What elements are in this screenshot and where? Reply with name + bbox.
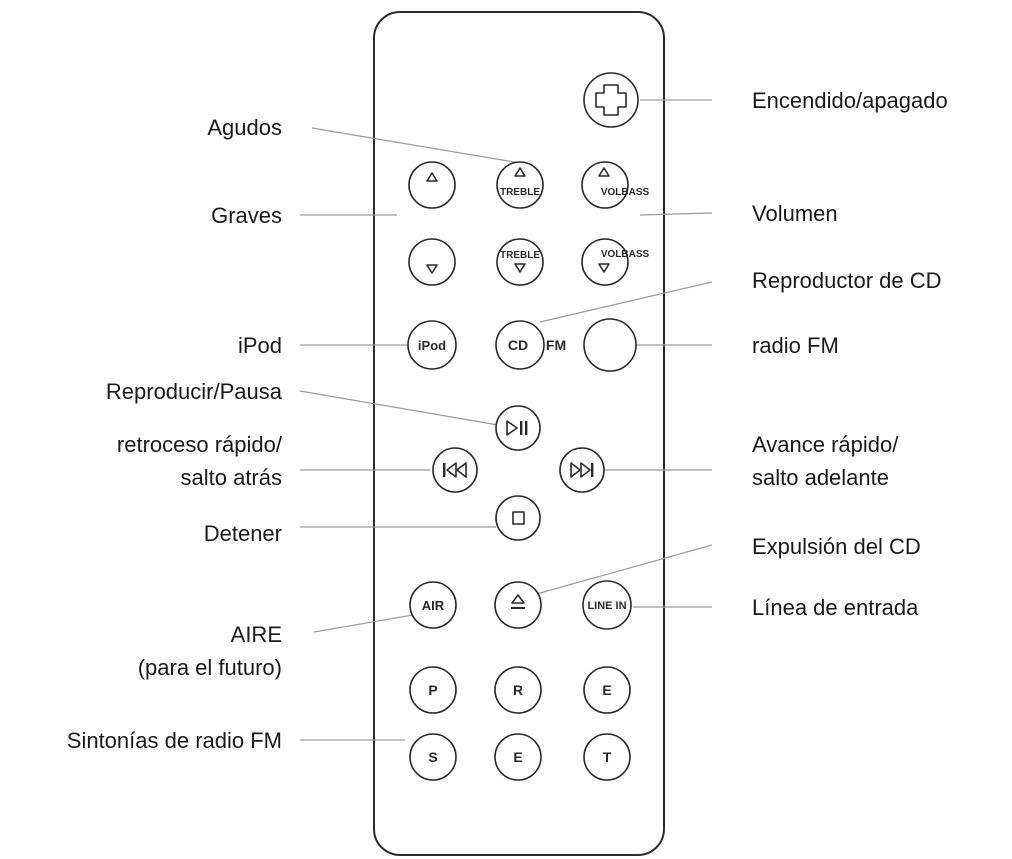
- triangle-down-icon: [598, 263, 610, 273]
- ipod-button[interactable]: iPod: [407, 320, 457, 370]
- volume-up-label: VOLBASS: [601, 187, 650, 198]
- callout-agudos: Agudos: [207, 115, 282, 140]
- treble-up-button[interactable]: TREBLE: [496, 161, 544, 209]
- skip-bar-icon: [591, 463, 594, 477]
- preset-s-label: S: [428, 749, 437, 765]
- triangle-down-icon: [426, 264, 438, 274]
- callout-reproductor-cd: Reproductor de CD: [752, 268, 942, 293]
- fast-forward-button[interactable]: [559, 447, 605, 493]
- preset-t-button[interactable]: T: [583, 733, 631, 781]
- callout-expulsion: Expulsión del CD: [752, 534, 921, 559]
- eject-icon: [511, 594, 525, 604]
- preset-r-label: R: [513, 682, 523, 698]
- skip-bar-icon: [443, 463, 446, 477]
- preset-e-label: E: [602, 682, 611, 698]
- callout-reproducir-pausa: Reproducir/Pausa: [106, 379, 283, 404]
- air-label: AIR: [422, 598, 445, 613]
- preset-t-label: T: [603, 749, 612, 765]
- fm-button[interactable]: FM: [546, 318, 637, 372]
- preset-e2-button[interactable]: E: [494, 733, 542, 781]
- callout-volumen: Volumen: [752, 201, 838, 226]
- leader-volumen: [639, 212, 713, 216]
- power-cross-icon: [595, 84, 627, 116]
- callout-radio-fm: radio FM: [752, 333, 839, 358]
- fm-label: FM: [546, 337, 566, 353]
- triangle-down-icon: [514, 263, 526, 273]
- treble-up-label: TREBLE: [500, 187, 540, 198]
- triangle-up-icon: [426, 172, 438, 182]
- cd-button[interactable]: CD: [495, 320, 545, 370]
- preset-p-button[interactable]: P: [409, 666, 457, 714]
- leader-agudos: [311, 127, 521, 164]
- volume-up-button[interactable]: VOLBASS: [581, 161, 650, 209]
- stop-button[interactable]: [495, 495, 541, 541]
- triangle-up-icon: [514, 167, 526, 177]
- play-pause-button[interactable]: [495, 405, 541, 451]
- preset-s-button[interactable]: S: [409, 733, 457, 781]
- fast-forward-icon: [570, 462, 581, 478]
- line-in-button[interactable]: LINE IN: [582, 580, 632, 630]
- triangle-up-icon: [598, 167, 610, 177]
- treble-down-label: TREBLE: [500, 250, 540, 261]
- volume-down-button[interactable]: VOLBASS: [581, 238, 650, 286]
- callout-avance-line2: salto adelante: [752, 465, 889, 490]
- ipod-label: iPod: [418, 338, 446, 353]
- bass-down-button[interactable]: [408, 238, 456, 286]
- play-icon: [506, 420, 518, 436]
- stop-square-icon: [512, 511, 525, 525]
- callout-ipod: iPod: [238, 333, 282, 358]
- power-button[interactable]: [583, 72, 639, 128]
- leader-reproductor-cd: [539, 281, 713, 323]
- leader-expulsion: [521, 544, 713, 599]
- cd-label: CD: [508, 337, 528, 353]
- eject-button[interactable]: [494, 581, 542, 629]
- callout-aire-line1: AIRE: [231, 622, 282, 647]
- callout-graves: Graves: [211, 203, 282, 228]
- callout-sintonias: Sintonías de radio FM: [67, 728, 282, 753]
- pause-bar-icon: [520, 421, 523, 435]
- volume-down-label: VOLBASS: [601, 249, 650, 260]
- callout-encendido: Encendido/apagado: [752, 88, 948, 113]
- callout-aire-line2: (para el futuro): [138, 655, 282, 680]
- callout-linea-entrada: Línea de entrada: [752, 595, 919, 620]
- left-callouts: Agudos Graves iPod Reproducir/Pausa retr…: [67, 115, 283, 753]
- callout-detener: Detener: [204, 521, 282, 546]
- air-button[interactable]: AIR: [409, 581, 457, 629]
- right-callouts: Encendido/apagado Volumen Reproductor de…: [752, 88, 948, 620]
- rewind-icon: [446, 462, 457, 478]
- leader-aire: [313, 614, 414, 633]
- preset-r-button[interactable]: R: [494, 666, 542, 714]
- leader-reproducir: [299, 390, 499, 426]
- treble-down-button[interactable]: TREBLE: [496, 238, 544, 286]
- preset-p-label: P: [428, 682, 437, 698]
- pause-bar-icon: [525, 421, 528, 435]
- leader-lines: [299, 99, 713, 741]
- rewind-icon: [456, 462, 467, 478]
- callout-avance-line1: Avance rápido/: [752, 432, 899, 457]
- preset-e-button[interactable]: E: [583, 666, 631, 714]
- callout-retroceso-line1: retroceso rápido/: [117, 432, 283, 457]
- rewind-button[interactable]: [432, 447, 478, 493]
- callout-retroceso-line2: salto atrás: [181, 465, 283, 490]
- bass-up-button[interactable]: [408, 161, 456, 209]
- line-in-label: LINE IN: [587, 600, 626, 612]
- fast-forward-icon: [580, 462, 591, 478]
- preset-e2-label: E: [513, 749, 522, 765]
